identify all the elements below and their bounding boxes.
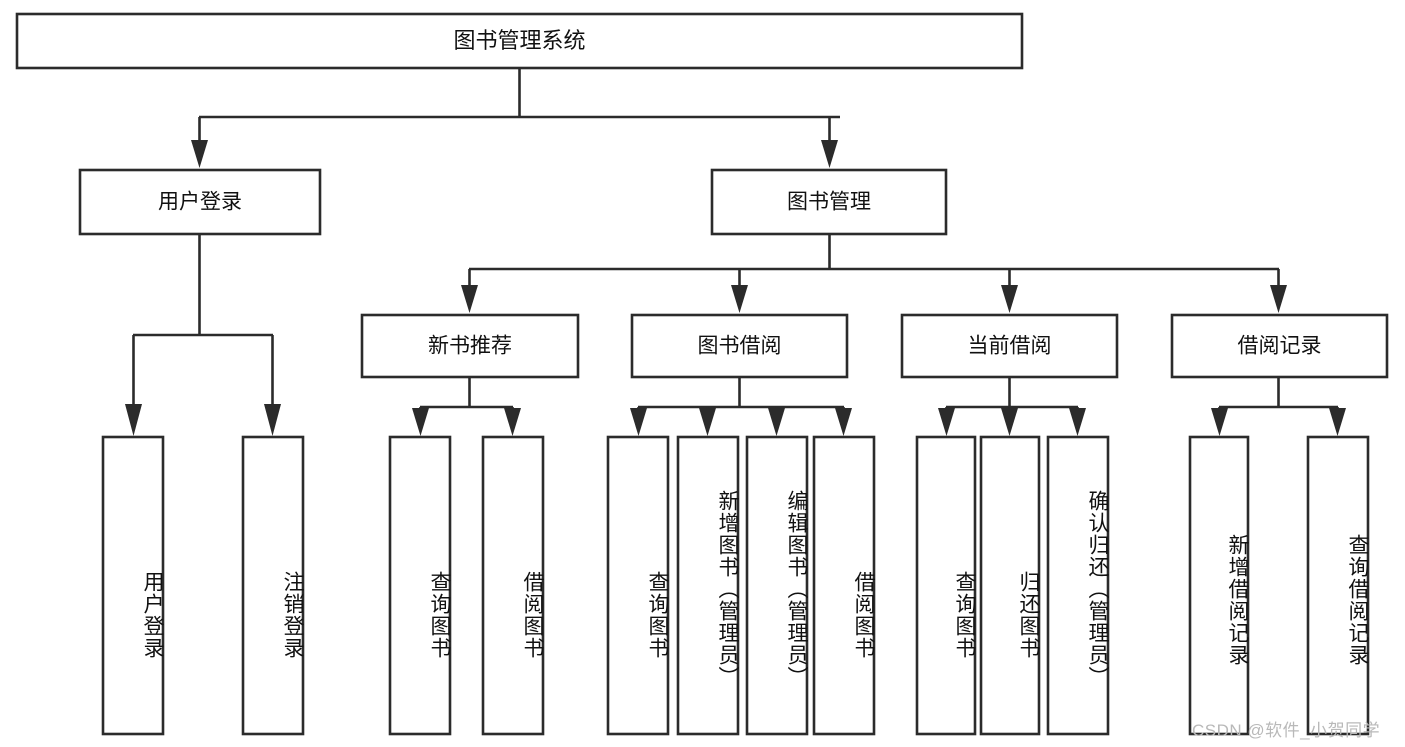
leaf-box-add-book[interactable] (676, 435, 740, 736)
node-borrow-record-box[interactable] (1170, 313, 1389, 379)
arrow-head-borrow-record (1270, 285, 1287, 313)
connector-group-user-login-to-leaves (125, 234, 281, 436)
leaf-box-add-record[interactable] (1188, 435, 1250, 736)
node-root-box[interactable] (15, 12, 1024, 70)
arrow-head-leaf-return-book (1001, 408, 1018, 436)
node-book-borrow-box[interactable] (630, 313, 849, 379)
connector-group-current-borrow-to-leaves (938, 377, 1086, 436)
leaf-box-logout-login[interactable] (241, 435, 305, 736)
node-user-login-label: 用户登录 (158, 191, 242, 214)
arrow-head-leaf-query-book-b (630, 408, 647, 436)
arrow-head-new-book-recommend (461, 285, 478, 313)
leaf-box-confirm-return[interactable] (1046, 435, 1110, 736)
arrow-head-leaf-confirm-return (1069, 408, 1086, 436)
node-book-borrow[interactable]: 图书借阅 (630, 313, 849, 379)
node-root[interactable]: 图书管理系统 (15, 12, 1024, 70)
arrow-head-leaf-user-login (125, 404, 142, 436)
node-book-manage-label: 图书管理 (787, 191, 871, 214)
leaf-box-user-login[interactable] (101, 435, 165, 736)
node-user-login-box[interactable] (78, 168, 322, 236)
leaf-box-query-book-a[interactable] (388, 435, 452, 736)
node-new-book-recommend[interactable]: 新书推荐 (360, 313, 580, 379)
leaf-box-query-record[interactable] (1306, 435, 1370, 736)
node-new-book-recommend-box[interactable] (360, 313, 580, 379)
node-user-login[interactable]: 用户登录 (78, 168, 322, 236)
arrow-head-user-login (191, 140, 208, 168)
node-current-borrow-label: 当前借阅 (968, 335, 1052, 358)
arrow-head-leaf-borrow-book-a (504, 408, 521, 436)
node-borrow-record-label: 借阅记录 (1238, 335, 1322, 358)
csdn-watermark: CSDN @软件_小贺同学 (1192, 721, 1381, 740)
arrow-head-leaf-logout-login (264, 404, 281, 436)
arrow-head-leaf-add-book (699, 408, 716, 436)
arrow-head-leaf-borrow-book-b (835, 408, 852, 436)
arrow-head-leaf-edit-book (768, 408, 785, 436)
leaf-box-query-book-b[interactable] (606, 435, 670, 736)
leaf-box-group (101, 435, 1370, 736)
node-current-borrow[interactable]: 当前借阅 (900, 313, 1119, 379)
arrow-head-leaf-query-book-a (412, 408, 429, 436)
leaf-box-return-book[interactable] (979, 435, 1041, 736)
connector-group-root-to-level1 (191, 68, 840, 168)
node-new-book-recommend-label: 新书推荐 (428, 335, 512, 358)
leaf-box-borrow-book-b[interactable] (812, 435, 876, 736)
arrow-head-book-manage (821, 140, 838, 168)
connector-group-new-book-recommend-to-leaves (412, 377, 521, 436)
node-borrow-record[interactable]: 借阅记录 (1170, 313, 1389, 379)
leaf-box-borrow-book-a[interactable] (481, 435, 545, 736)
node-book-manage-box[interactable] (710, 168, 948, 236)
connector-group-book-manage-to-level2 (461, 234, 1287, 313)
leaf-box-edit-book[interactable] (745, 435, 809, 736)
connector-group-book-borrow-to-leaves (630, 377, 852, 436)
node-current-borrow-box[interactable] (900, 313, 1119, 379)
node-book-manage[interactable]: 图书管理 (710, 168, 948, 236)
node-root-label: 图书管理系统 (453, 28, 585, 53)
arrow-head-leaf-add-record (1211, 408, 1228, 436)
node-book-borrow-label: 图书借阅 (698, 335, 782, 358)
arrow-head-book-borrow (731, 285, 748, 313)
connector-group-borrow-record-to-leaves (1211, 377, 1346, 436)
arrow-head-leaf-query-book-c (938, 408, 955, 436)
arrow-head-leaf-query-record (1329, 408, 1346, 436)
leaf-box-query-book-c[interactable] (915, 435, 977, 736)
arrow-head-current-borrow (1001, 285, 1018, 313)
